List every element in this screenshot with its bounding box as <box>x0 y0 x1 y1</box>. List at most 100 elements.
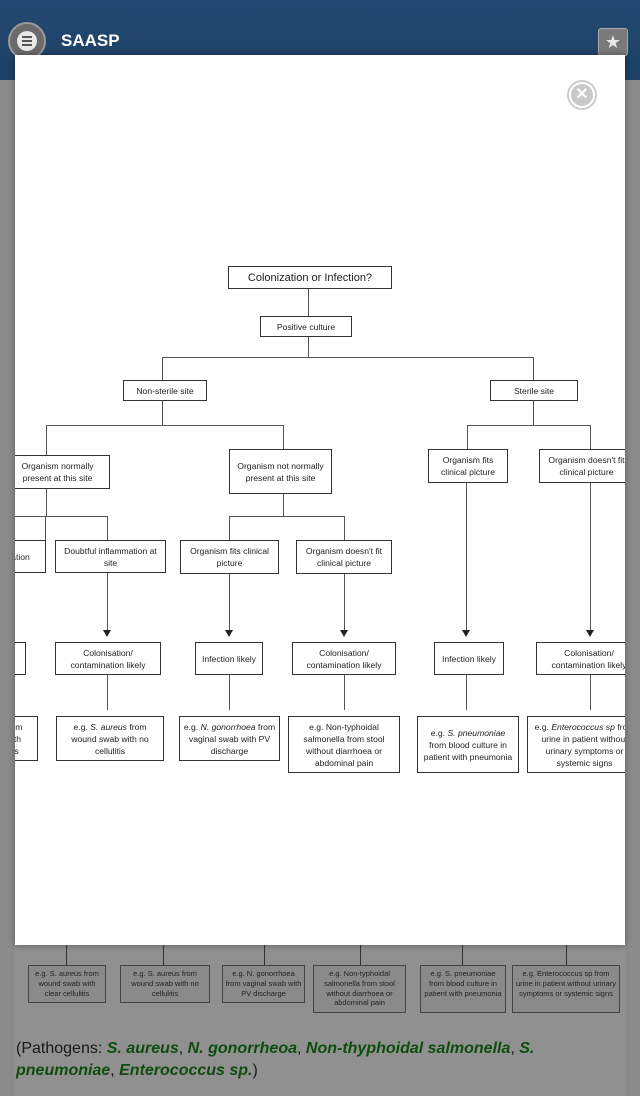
bg-example-box: e.g. Non-typhoidal salmonella from stool… <box>313 965 406 1013</box>
bg-example-box: e.g. Enterococcus sp from urine in patie… <box>512 965 620 1013</box>
connector-line <box>308 289 309 317</box>
background-examples-row: e.g. S. aureus from wound swab with clea… <box>0 965 640 1025</box>
doubtful-inflammation-node: Doubtful inflammation at site <box>55 540 166 573</box>
menu-button[interactable] <box>8 22 46 60</box>
menu-icon <box>17 31 37 51</box>
nn-fits-node: Organism fits clinical picture <box>180 540 279 574</box>
arrow-head-icon <box>225 630 233 637</box>
example-node: e.g. N. gonorrhoea from vaginal swab wit… <box>179 716 280 761</box>
sterile-node: Sterile site <box>490 380 578 401</box>
organism-not-normal-node: Organism not normally present at this si… <box>229 449 332 494</box>
connector-line <box>533 401 534 425</box>
bg-example-box: e.g. S. aureus from wound swab with no c… <box>120 965 210 1003</box>
connector-line <box>46 425 47 455</box>
connector-line <box>46 489 47 516</box>
close-button[interactable]: ✕ <box>567 80 597 110</box>
connector-line <box>344 675 345 710</box>
example-node: e.g. S. pneumoniae from blood culture in… <box>417 716 519 773</box>
example-rest: from vaginal swab with PV discharge <box>188 721 276 756</box>
organism-name: S. aureus <box>90 721 127 732</box>
connector-line <box>229 516 230 540</box>
app-title: SAASP <box>61 31 120 50</box>
example-rest: from blood culture in patient with pneum… <box>423 739 513 762</box>
sterile-doesnt-fit-node: Organism doesn't fit clinical picture <box>539 449 625 483</box>
outcome-infection-node: Infection likely <box>195 642 263 675</box>
example-prefix: e.g. <box>534 721 552 732</box>
non-sterile-node: Non-sterile site <box>123 380 207 401</box>
pathogens-prefix: (Pathogens: <box>16 1040 107 1057</box>
connector-line <box>107 516 108 540</box>
example-node: om ith s <box>15 716 38 761</box>
pathogen-name: S. aureus <box>106 1040 179 1057</box>
arrow-line <box>107 573 108 630</box>
connector-line <box>229 675 230 710</box>
connector-line <box>162 357 534 358</box>
connector-line <box>344 516 345 540</box>
image-lightbox: Colonization or Infection? Positive cult… <box>15 55 625 945</box>
star-icon: ★ <box>604 31 622 52</box>
sterile-fits-node: Organism fits clinical picture <box>428 449 508 483</box>
connector-line <box>308 337 309 357</box>
connector-line <box>590 425 591 449</box>
bg-connector <box>360 945 361 965</box>
bg-connector <box>462 945 463 965</box>
outcome-node <box>15 642 26 675</box>
connector-line <box>533 357 534 380</box>
organism-normal-node: Organism normally present at this site <box>15 455 110 489</box>
organism-name: N. gonorrhoea <box>200 721 256 732</box>
arrow-head-icon <box>340 630 348 637</box>
arrow-head-icon <box>586 630 594 637</box>
separator: , <box>178 1040 188 1057</box>
example-node: e.g. Non-typhoidal salmonella from stool… <box>288 716 400 773</box>
example-node: e.g. S. aureus from wound swab with no c… <box>56 716 164 761</box>
connector-line <box>466 675 467 710</box>
outcome-infection-node: Infection likely <box>434 642 504 675</box>
pathogen-name: Enterococcus sp. <box>119 1062 253 1079</box>
arrow-line <box>466 483 467 630</box>
positive-culture-node: Positive culture <box>260 316 352 337</box>
example-prefix: e.g. <box>430 727 448 738</box>
connector-line <box>162 357 163 380</box>
inflammation-node: ation <box>15 540 46 573</box>
connector-line <box>15 516 108 517</box>
bg-connector <box>163 945 164 965</box>
example-rest: from urine in patient without urinary sy… <box>541 721 626 768</box>
connector-line <box>590 675 591 710</box>
example-node: e.g. Enterococcus sp from urine in patie… <box>527 716 625 773</box>
nn-doesnt-fit-node: Organism doesn't fit clinical picture <box>296 540 392 574</box>
connector-line <box>162 401 163 425</box>
bg-example-box: e.g. N. gonorrhoea from vaginal swab wit… <box>222 965 305 1003</box>
connector-line <box>46 425 284 426</box>
arrow-line <box>229 574 230 630</box>
bg-example-box: e.g. S. aureus from wound swab with clea… <box>28 965 106 1003</box>
connector-line <box>467 425 591 426</box>
bg-connector <box>66 945 67 965</box>
example-rest: from wound swab with no cellulitis <box>71 721 149 756</box>
organism-name: Enterococcus sp <box>551 721 615 732</box>
connector-line <box>283 425 284 449</box>
connector-line <box>467 425 468 449</box>
pathogen-name: N. gonorrheoa <box>187 1040 297 1057</box>
example-prefix: e.g. <box>183 721 201 732</box>
bg-example-box: e.g. S. pneumoniae from blood culture in… <box>420 965 506 1013</box>
connector-line <box>283 494 284 516</box>
organism-name: S. pneumoniae <box>447 727 506 738</box>
arrow-line <box>590 483 591 630</box>
bg-connector <box>264 945 265 965</box>
arrow-head-icon <box>462 630 470 637</box>
connector-line <box>45 516 46 540</box>
separator: , <box>110 1062 120 1079</box>
separator: , <box>510 1040 520 1057</box>
arrow-line <box>344 574 345 630</box>
colonization-flowchart: Colonization or Infection? Positive cult… <box>15 55 625 945</box>
favorite-button[interactable]: ★ <box>598 28 628 56</box>
outcome-colonisation-node: Colonisation/ contamination likely <box>55 642 161 675</box>
flowchart-title: Colonization or Infection? <box>228 266 392 289</box>
separator: , <box>297 1040 306 1057</box>
outcome-colonisation-node: Colonisation/ contamination likely <box>536 642 625 675</box>
close-circle-icon: ✕ <box>571 84 593 106</box>
arrow-head-icon <box>103 630 111 637</box>
connector-line <box>107 675 108 710</box>
pathogen-name: S. pneumoniae <box>16 1040 535 1079</box>
pathogens-list: (Pathogens: S. aureus, N. gonorrheoa, No… <box>16 1038 616 1082</box>
